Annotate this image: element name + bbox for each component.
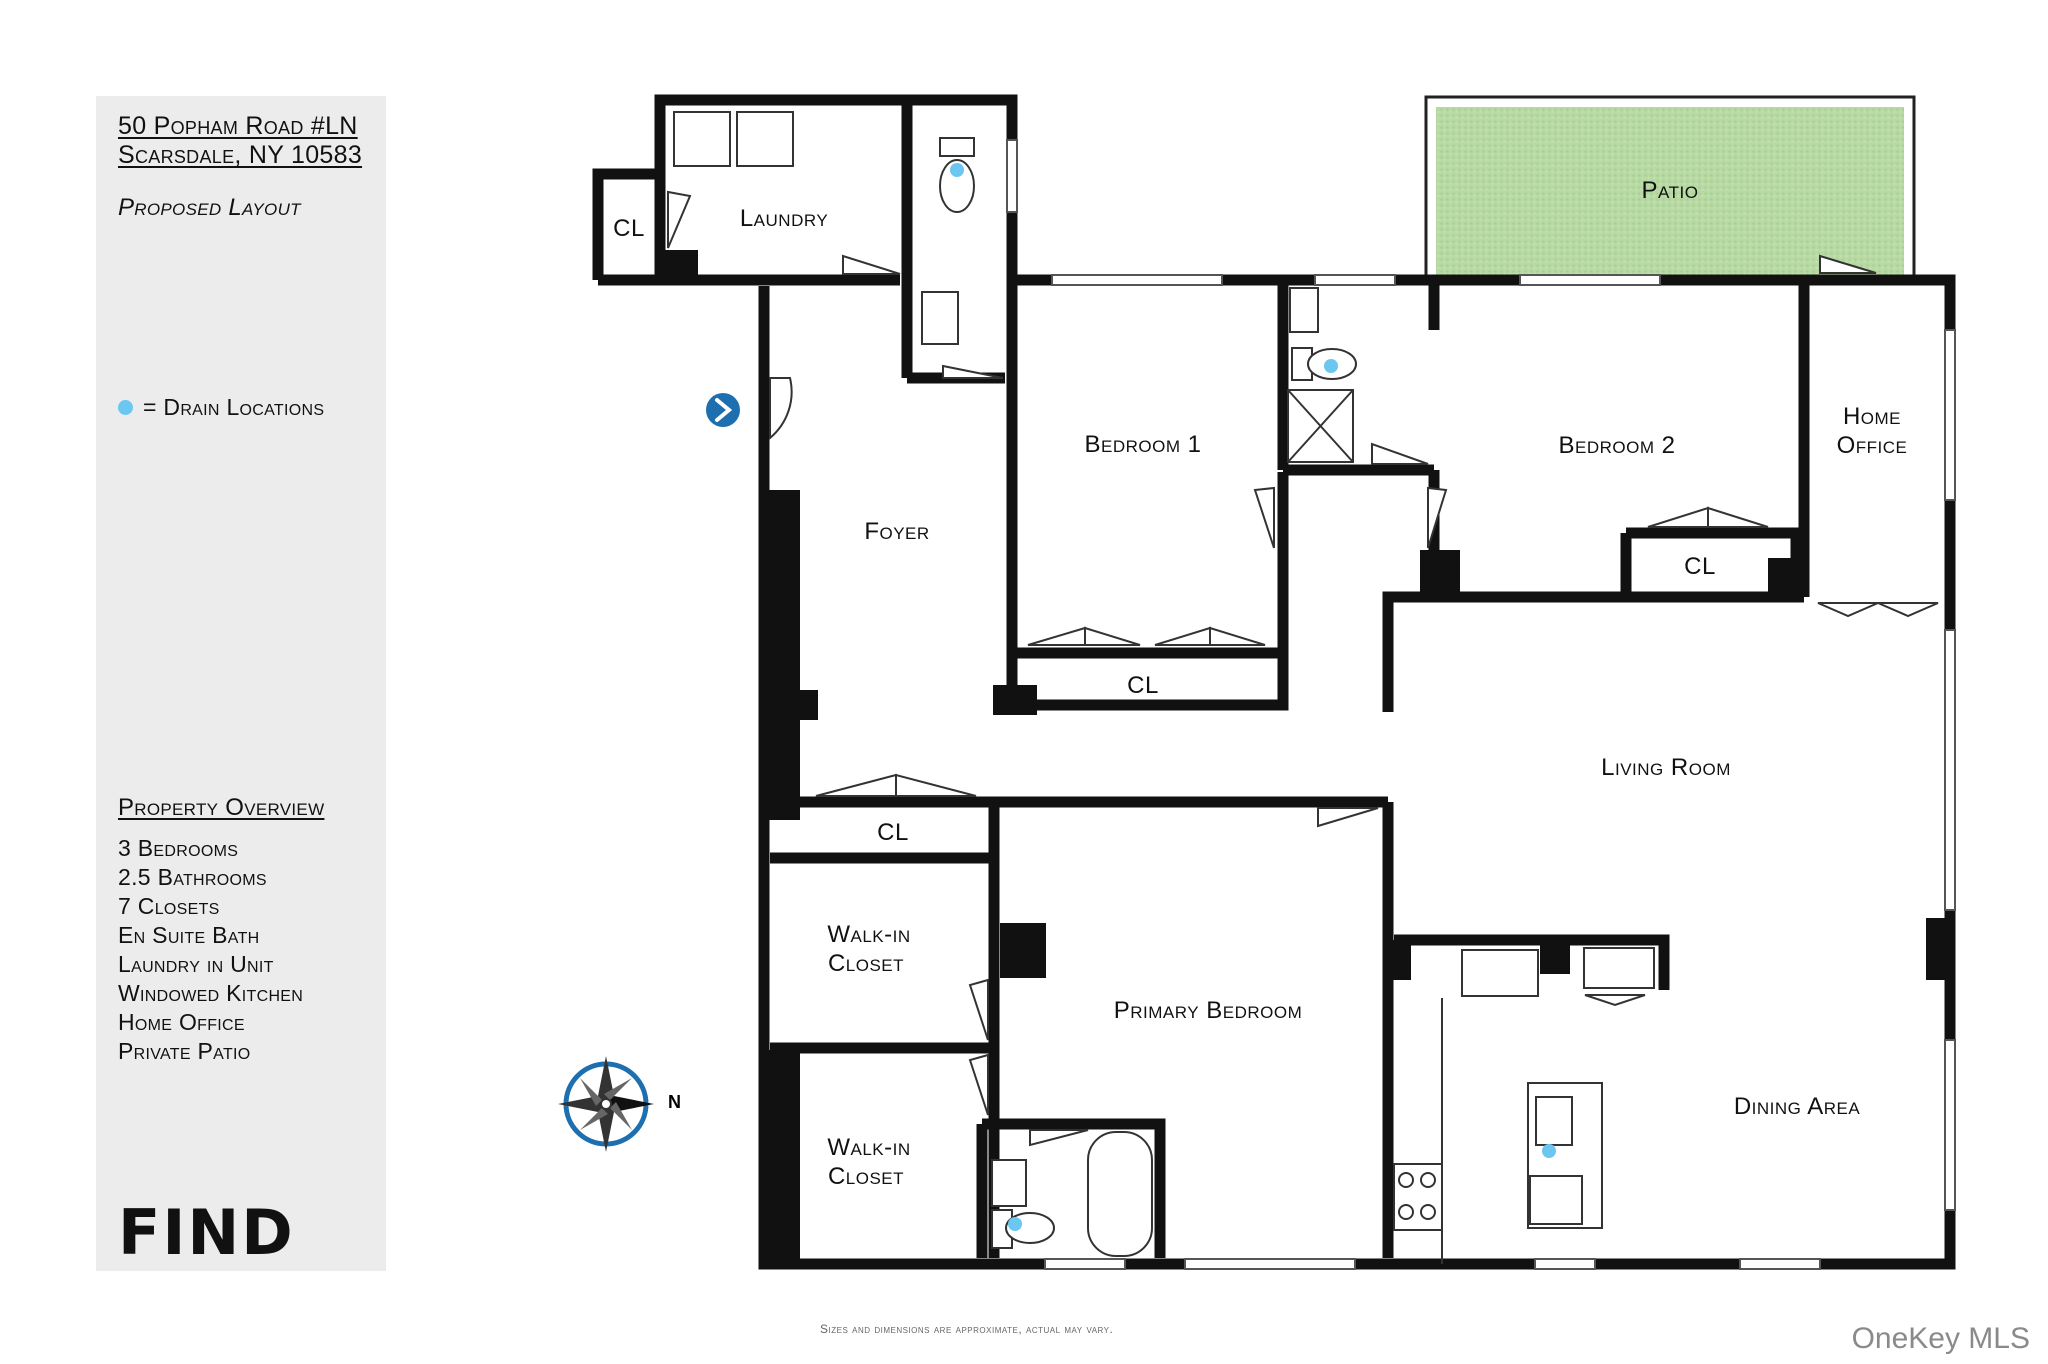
- walls: [592, 94, 1956, 1270]
- windows: [1006, 139, 1956, 1270]
- mls-watermark: OneKey MLS: [1851, 1322, 2030, 1355]
- fixtures: [673, 111, 1655, 1264]
- room-labels: Laundry CL Foyer Bedroom 1 CL Bedroom 2 …: [613, 205, 1907, 1190]
- dryer: [736, 111, 794, 167]
- bathtub: [1087, 1131, 1153, 1257]
- layout-note: Proposed Layout: [118, 194, 301, 221]
- sink: [991, 1159, 1027, 1207]
- kitchen-counter: [1461, 949, 1539, 997]
- room-label-walk-in-closet-2a: Walk-in: [827, 1134, 910, 1161]
- drain-dot-icon: [1542, 1144, 1556, 1158]
- wall-columns: [660, 250, 1952, 1260]
- room-label-closet: CL: [613, 215, 645, 242]
- drain-markers: [950, 163, 1556, 1231]
- room-label-foyer: Foyer: [864, 518, 929, 545]
- kitchen-counter: [1583, 947, 1655, 989]
- sink: [1535, 1096, 1573, 1146]
- patio: Patio: [1424, 95, 1916, 279]
- address-line-2: Scarsdale, NY 10583: [118, 141, 363, 169]
- washer: [673, 111, 731, 167]
- doors: [667, 190, 1939, 1147]
- overview-item: En Suite Bath: [118, 922, 260, 948]
- overview-item: 2.5 Bathrooms: [118, 864, 267, 890]
- room-label-closet: CL: [877, 819, 909, 846]
- overview-item: 7 Closets: [118, 893, 220, 919]
- room-label-walk-in-closet-1b: Closet: [828, 950, 904, 977]
- room-label-laundry: Laundry: [740, 205, 828, 232]
- room-label-closet: CL: [1684, 553, 1716, 580]
- room-label-living-room: Living Room: [1601, 754, 1731, 781]
- drain-dot-icon: [1008, 1217, 1022, 1231]
- overview-item: Windowed Kitchen: [118, 980, 304, 1006]
- overview-item: Home Office: [118, 1009, 245, 1035]
- sink: [1289, 287, 1319, 333]
- drain-legend-label: = Drain Locations: [143, 394, 325, 420]
- disclaimer: Sizes and dimensions are approximate, ac…: [820, 1322, 1114, 1336]
- drain-legend: = Drain Locations: [118, 394, 324, 421]
- room-label-home-office-1: Home: [1843, 403, 1901, 430]
- brand-logo: FIND: [118, 1196, 295, 1269]
- room-label-patio: Patio: [1642, 177, 1699, 204]
- room-label-bedroom-1: Bedroom 1: [1084, 431, 1201, 458]
- compass-north-label: N: [668, 1092, 681, 1112]
- toilet-bowl: [939, 159, 975, 213]
- overview-title: Property Overview: [118, 794, 325, 821]
- room-label-walk-in-closet-1a: Walk-in: [827, 921, 910, 948]
- room-label-home-office-2: Office: [1837, 432, 1908, 459]
- overview-item: Laundry in Unit: [118, 951, 274, 977]
- drain-dot-icon: [118, 400, 133, 415]
- overview-item: Private Patio: [118, 1038, 251, 1064]
- overview-list: 3 Bedrooms 2.5 Bathrooms 7 Closets En Su…: [118, 834, 303, 1066]
- drain-dot-icon: [1324, 359, 1338, 373]
- chevron-right-icon: [706, 393, 740, 427]
- compass-icon: [558, 1056, 654, 1152]
- room-label-bedroom-2: Bedroom 2: [1558, 432, 1675, 459]
- room-label-closet: CL: [1127, 672, 1159, 699]
- room-label-primary-bedroom: Primary Bedroom: [1114, 997, 1303, 1024]
- address-line-1: 50 Popham Road #LN: [118, 112, 358, 140]
- toilet-tank: [939, 137, 975, 157]
- info-sidebar: 50 Popham Road #LN Scarsdale, NY 10583 P…: [96, 96, 386, 1271]
- overview-item: 3 Bedrooms: [118, 835, 239, 861]
- room-label-walk-in-closet-2b: Closet: [828, 1163, 904, 1190]
- room-label-dining-area: Dining Area: [1734, 1093, 1861, 1120]
- sink: [921, 291, 959, 345]
- drain-dot-icon: [950, 163, 964, 177]
- dishwasher: [1529, 1175, 1583, 1225]
